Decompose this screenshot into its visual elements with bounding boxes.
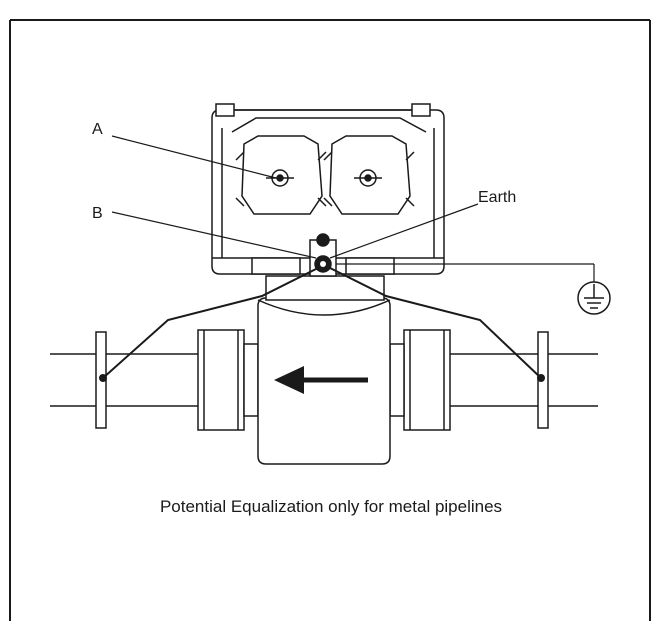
caption: Potential Equalization only for metal pi… <box>160 497 502 516</box>
cable-gland-right <box>323 135 415 215</box>
cable-gland-left <box>235 135 327 215</box>
label-a: A <box>92 121 103 138</box>
ground-symbol-icon <box>577 281 611 315</box>
label-earth: Earth <box>478 189 516 206</box>
wire-connection-point-left <box>99 374 107 382</box>
leader-line-a <box>111 135 277 179</box>
leader-line-b <box>111 211 317 259</box>
wire-connection-point-right <box>537 374 545 382</box>
diagram-border <box>9 19 651 621</box>
connector-right <box>389 329 451 431</box>
pipeline-left <box>50 353 198 407</box>
equalization-wire-right <box>329 267 542 379</box>
flow-direction-arrow <box>274 366 368 394</box>
leader-line-earth <box>329 203 479 259</box>
equalization-wire-left <box>102 267 319 379</box>
meter-neck <box>265 275 385 301</box>
earth-line <box>336 263 595 282</box>
label-b: B <box>92 205 103 222</box>
connector-left <box>197 329 259 431</box>
pipeline-right <box>450 353 598 407</box>
